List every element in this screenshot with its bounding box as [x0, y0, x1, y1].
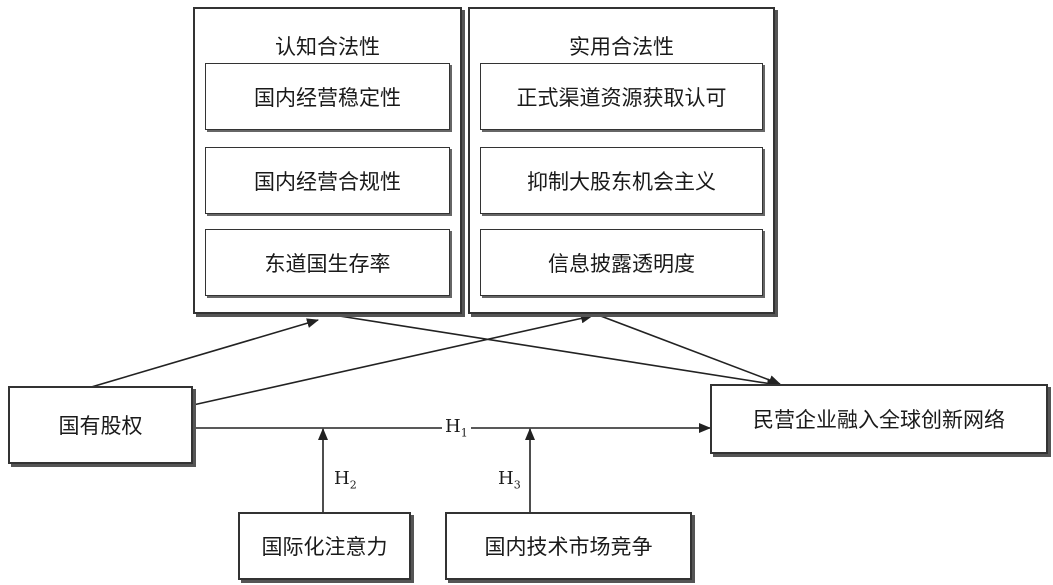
host-country-survival-rate: 东道国生存率 — [205, 229, 450, 296]
h3-number: 3 — [513, 478, 521, 492]
hypothesis-h3-label: H3 — [498, 468, 521, 492]
h3-letter: H — [498, 468, 514, 489]
formal-channel-resource-recognition: 正式渠道资源获取认可 — [480, 63, 763, 130]
domestic-operation-stability: 国内经营稳定性 — [205, 63, 450, 130]
cognitive-legitimacy-group: 认知合法性 国内经营稳定性 国内经营合规性 东道国生存率 — [193, 7, 462, 314]
suppress-major-shareholder-opportunism: 抑制大股东机会主义 — [480, 147, 763, 214]
hypothesis-h2-label: H2 — [334, 468, 357, 492]
state-equity-node: 国有股权 — [8, 386, 193, 464]
h1-number: 1 — [460, 426, 468, 440]
pragmatic-legitimacy-group: 实用合法性 正式渠道资源获取认可 抑制大股东机会主义 信息披露透明度 — [468, 7, 775, 314]
pragmatic-legitimacy-title: 实用合法性 — [569, 35, 674, 59]
global-innovation-network-node: 民营企业融入全球创新网络 — [710, 384, 1048, 454]
domestic-tech-market-competition-node: 国内技术市场竞争 — [445, 512, 692, 580]
hypothesis-h1-label: H1 — [442, 416, 471, 440]
arrow-equity-to-pragmatic — [192, 313, 593, 406]
arrow-pragmatic-to-outcome — [597, 314, 781, 385]
h2-letter: H — [334, 468, 350, 489]
h1-letter: H — [445, 416, 461, 437]
internationalization-attention-node: 国际化注意力 — [238, 512, 411, 580]
arrow-equity-to-cognitive — [87, 318, 319, 389]
information-disclosure-transparency: 信息披露透明度 — [480, 229, 763, 296]
domestic-operation-compliance: 国内经营合规性 — [205, 147, 450, 214]
h2-number: 2 — [349, 478, 357, 492]
cognitive-legitimacy-title: 认知合法性 — [275, 35, 380, 59]
arrow-cognitive-to-outcome — [332, 314, 779, 389]
